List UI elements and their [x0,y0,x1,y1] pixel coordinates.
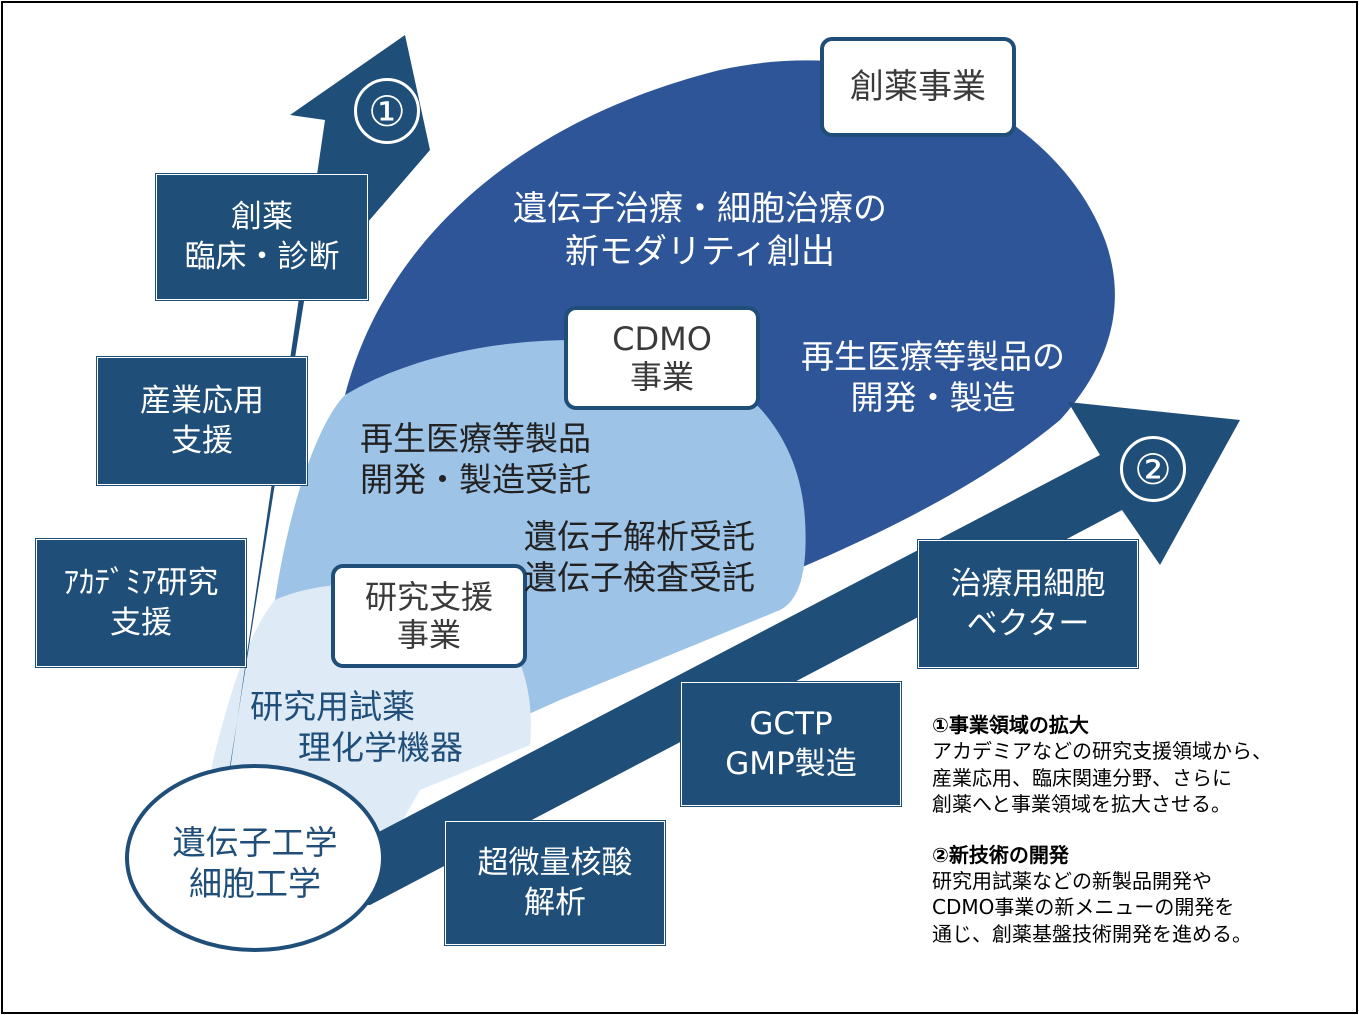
new-modality-line-2: 新モダリティ創出 [565,231,835,272]
cdmo-business-box: CDMO 事業 [564,306,760,410]
note-2-line-3: 通じ、創薬基盤技術開発を進める。 [932,921,1252,946]
core-ellipse-shape [125,764,385,952]
arrow-2-shape [300,402,1240,905]
gene-contract-line-1: 遺伝子解析受託 [524,517,755,556]
industry-line-2: 支援 [171,423,233,459]
drug-discovery-business-box: 創薬事業 [820,37,1016,137]
academia-support-box: ｱｶﾃﾞﾐｱ研究 支援 [36,539,246,667]
vector-line-1: 治療用細胞 [950,565,1106,602]
regen-dev-mfg-line-2: 開発・製造 [850,378,1016,418]
explanation-notes: ①事業領域の拡大 アカデミアなどの研究支援領域から、 産業応用、臨床関連分野、さ… [932,712,1332,947]
therapeutic-vector-box: 治療用細胞 ベクター [918,540,1138,668]
new-modality-text: 遺伝子治療・細胞治療の 新モダリティ創出 [490,188,910,273]
drug-clinical-line-2: 臨床・診断 [184,239,340,275]
note-1-line-2: 産業応用、臨床関連分野、さらに [932,765,1232,790]
research-reagents-line-2: 理化学機器 [298,728,463,768]
regen-contract-line-2: 開発・製造受託 [360,460,591,500]
note-2-line-1: 研究用試薬などの新製品開発や [932,868,1212,893]
note-2-heading: ②新技術の開発 [932,842,1069,867]
industry-support-box: 産業応用 支援 [97,357,307,485]
academia-line-1: ｱｶﾃﾞﾐｱ研究 [63,564,219,601]
note-1-line-3: 創薬へと事業領域を拡大させる。 [932,792,1231,817]
arrow-2-number: ② [1120,436,1186,502]
core-technology-text: 遺伝子工学 細胞工学 [150,822,360,905]
drug-clinical-line-1: 創薬 [231,198,293,235]
gctp-line-1: GCTP [749,705,833,742]
drug-clinical-box: 創薬 臨床・診断 [156,174,368,300]
regen-contract-text: 再生医療等製品 開発・製造受託 [360,418,630,501]
nucleic-analysis-box: 超微量核酸 解析 [445,821,665,945]
nucleic-line-1: 超微量核酸 [477,844,633,881]
research-reagents-line-1: 研究用試薬 [250,687,415,726]
cdmo-business-line-1: CDMO [612,319,712,358]
gene-contract-text: 遺伝子解析受託 遺伝子検査受託 [524,516,794,599]
vector-line-2: ベクター [966,606,1090,642]
nucleic-line-2: 解析 [524,885,586,921]
note-2-line-2: CDMO事業の新メニューの開発を [932,895,1235,920]
cdmo-business-line-2: 事業 [629,358,694,396]
note-1-heading: ①事業領域の拡大 [932,713,1089,737]
note-1-line-1: アカデミアなどの研究支援領域から、 [932,739,1272,764]
core-line-1: 遺伝子工学 [172,823,338,862]
gene-contract-line-2: 遺伝子検査受託 [524,558,755,598]
arrow-1-number: ① [354,78,420,144]
core-line-2: 細胞工学 [189,864,321,904]
regen-dev-mfg-text: 再生医療等製品の 開発・製造 [778,336,1088,419]
industry-line-1: 産業応用 [140,382,264,419]
gctp-line-2: GMP製造 [725,746,857,782]
research-support-business-box: 研究支援 事業 [331,564,527,668]
regen-dev-mfg-line-1: 再生医療等製品の [801,337,1065,376]
drug-discovery-business-label: 創薬事業 [850,66,986,107]
academia-line-2: 支援 [110,605,172,641]
regen-contract-line-1: 再生医療等製品 [360,419,591,458]
research-support-business-line-2: 事業 [396,616,461,654]
research-support-business-line-1: 研究支援 [364,577,493,616]
research-reagents-text: 研究用試薬 理化学機器 [250,686,500,769]
gctp-gmp-box: GCTP GMP製造 [681,682,901,806]
new-modality-line-1: 遺伝子治療・細胞治療の [513,189,887,229]
